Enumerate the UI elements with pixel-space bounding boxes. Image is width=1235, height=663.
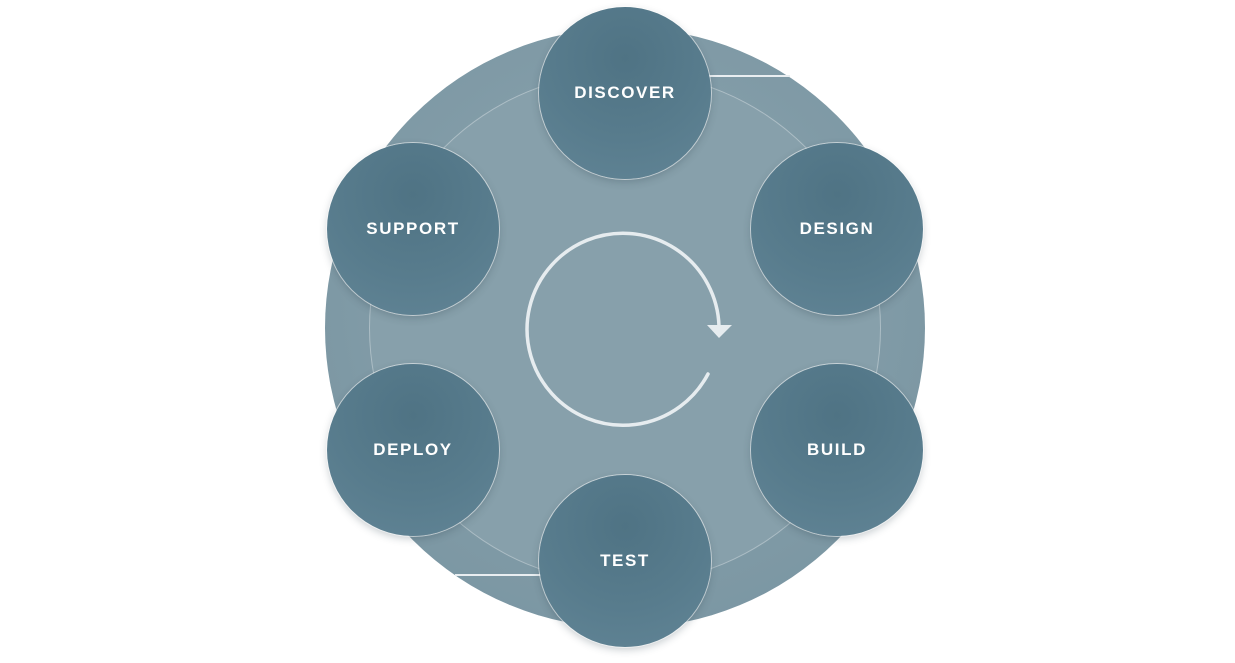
- stage-build[interactable]: BUILD: [751, 364, 923, 536]
- stage-deploy[interactable]: DEPLOY: [327, 364, 499, 536]
- stage-support[interactable]: SUPPORT: [327, 143, 499, 315]
- stage-discover[interactable]: DISCOVER: [539, 7, 711, 179]
- cycle-arrow-icon: [525, 231, 732, 428]
- stage-label: TEST: [600, 551, 650, 570]
- stage-label: DESIGN: [799, 219, 875, 238]
- stage-label: BUILD: [807, 440, 867, 459]
- stage-label: SUPPORT: [366, 219, 460, 238]
- accent-line-top: [705, 75, 790, 77]
- accent-line-bottom: [455, 574, 543, 576]
- stage-label: DISCOVER: [574, 83, 676, 102]
- stage-design[interactable]: DESIGN: [751, 143, 923, 315]
- stage-label: DEPLOY: [373, 440, 453, 459]
- stage-test[interactable]: TEST: [539, 475, 711, 647]
